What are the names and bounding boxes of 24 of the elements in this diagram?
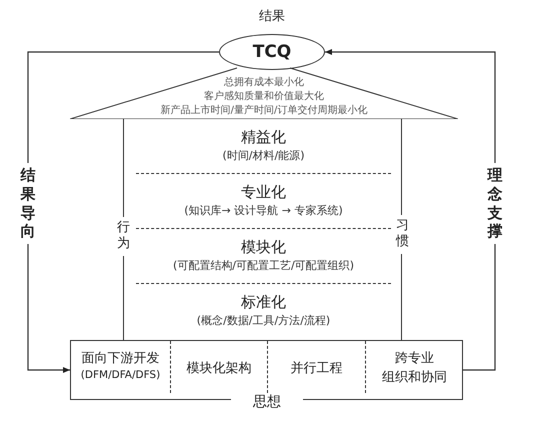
layer-subtitle: (时间/材料/能源)	[222, 148, 306, 163]
edge-label: 理念支撑	[486, 163, 504, 244]
cell-title: 面向下游开发	[80, 350, 160, 367]
result-heading: 结果	[258, 8, 286, 25]
side-label: 行为	[115, 217, 132, 256]
layer-subtitle: (知识库→ 设计导航 → 专家系统)	[183, 203, 344, 218]
layer-title: 标准化	[240, 293, 287, 312]
layer-subtitle: (可配置结构/可配置工艺/可配置组织)	[172, 258, 355, 273]
goal-text: 总拥有成本最小化	[223, 76, 305, 89]
layer-title: 专业化	[240, 183, 287, 202]
cell-text: 并行工程	[290, 360, 344, 378]
cell-title: 跨专业	[394, 350, 435, 367]
result-label: TCQ	[252, 42, 292, 62]
layer-title: 模块化	[240, 238, 287, 257]
layer-title: 精益化	[240, 128, 287, 147]
edge-label: 结果导向	[18, 163, 38, 244]
cell-text: 模块化架构	[186, 360, 252, 378]
cell-title: 组织和协同	[381, 369, 448, 386]
goal-text: 客户感知质量和价值最大化	[203, 90, 325, 103]
layer-subtitle: (概念/数据/工具/方法/流程)	[196, 313, 332, 328]
foundation-label: 思想	[231, 393, 303, 411]
cell-subtitle: (DFM/DFA/DFS)	[80, 369, 162, 381]
goal-text: 新产品上市时间/量产时间/订单交付周期最小化	[160, 104, 368, 117]
side-label: 习惯	[394, 215, 411, 254]
